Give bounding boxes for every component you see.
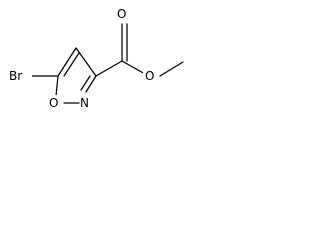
ring-oxygen-atom-label: O <box>49 96 58 110</box>
bond-c5-c4-inner <box>63 52 80 77</box>
bond-c3-carboxyl <box>95 60 123 77</box>
bond-c5-c4 <box>57 47 77 77</box>
chemical-structure-diagram: Br O N O O <box>8 6 184 110</box>
ring-oxygen-label-bg <box>48 95 61 110</box>
ring-nitrogen-atom-label: N <box>80 96 89 110</box>
bond-carboxyl-ester-o <box>121 60 146 75</box>
ester-oxygen-atom-label: O <box>145 69 154 83</box>
bond-c3-n2 <box>85 75 97 93</box>
bond-ester-o-methyl <box>159 61 184 77</box>
carbonyl-oxygen-atom-label: O <box>117 7 126 21</box>
ester-oxygen-label-bg <box>143 67 158 83</box>
structure-canvas: Br O N O O <box>0 0 224 126</box>
bond-c3-n2-inner <box>80 75 91 91</box>
br-label-bg <box>8 67 32 84</box>
bromine-atom-label: Br <box>9 69 22 83</box>
carbonyl-oxygen-label-bg <box>116 6 129 22</box>
bond-o1-c5 <box>55 75 59 97</box>
bond-c4-c3 <box>75 47 97 77</box>
ring-nitrogen-label-bg <box>80 94 93 109</box>
